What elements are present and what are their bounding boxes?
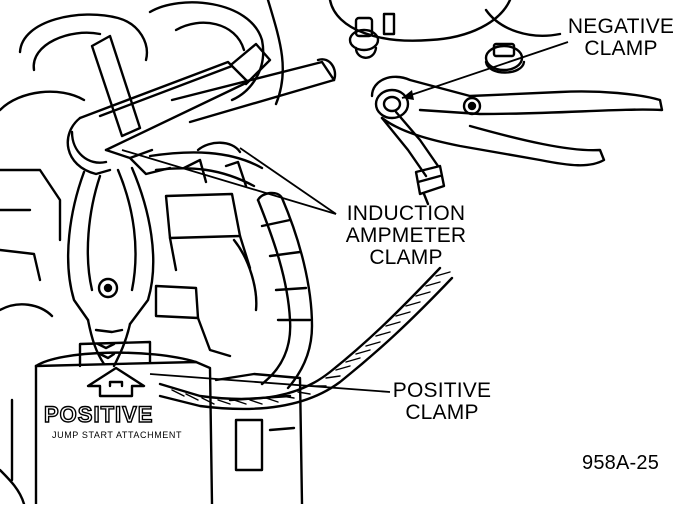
leader-induction-1: [121, 149, 337, 215]
label-induction-line1: INDUCTION: [346, 202, 466, 225]
label-induction-ammeter-clamp: INDUCTION AMPMETER CLAMP: [336, 203, 476, 269]
label-induction-line3: CLAMP: [369, 246, 443, 269]
leader-negative: [401, 41, 569, 99]
label-induction-line2: AMPMETER: [345, 224, 467, 247]
leader-induction-2: [239, 147, 337, 215]
label-positive-clamp: POSITIVE CLAMP: [392, 380, 492, 424]
label-positive-line2: CLAMP: [405, 401, 479, 424]
label-positive-line1: POSITIVE: [392, 379, 492, 402]
figure-id: 958A-25: [582, 452, 660, 474]
jump-start-pack: [34, 340, 304, 506]
engine-background: [0, 0, 562, 506]
induction-ammeter-clamp: [66, 34, 337, 188]
positive-clamp: [66, 166, 155, 368]
braid-hatching: [171, 271, 451, 405]
leader-lines: [121, 41, 569, 393]
pack-brand-text: POSITIVE: [44, 402, 153, 427]
leader-positive: [149, 373, 391, 393]
battery-cable: [256, 191, 314, 390]
label-negative-line1: NEGATIVE: [567, 15, 675, 38]
pack-sub-text: JUMP START ATTACHMENT: [52, 430, 182, 440]
negative-clamp: [370, 75, 664, 206]
label-negative-clamp: NEGATIVE CLAMP: [566, 16, 676, 60]
label-negative-line2: CLAMP: [584, 37, 658, 60]
